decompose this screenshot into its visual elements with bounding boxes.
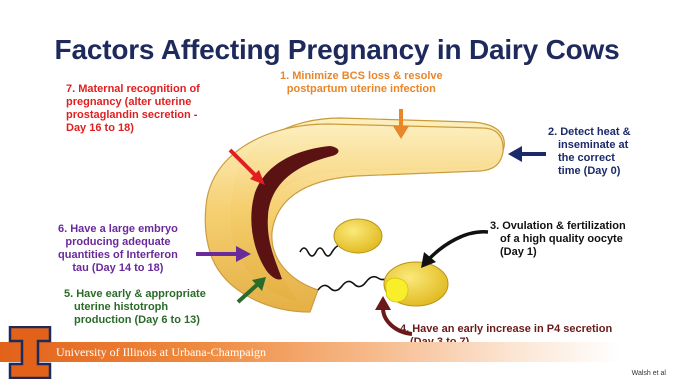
- credit-text: Walsh et al: [632, 370, 666, 377]
- label-factor-7: 7. Maternal recognition of pregnancy (al…: [66, 83, 200, 135]
- arrow-3: [430, 232, 488, 258]
- corpus-luteum: [386, 278, 408, 302]
- arrow-2-head: [508, 146, 522, 162]
- label-factor-6: 6. Have a large embryo producing adequat…: [58, 223, 178, 275]
- ovary-left: [334, 219, 382, 253]
- label-factor-3: 3. Ovulation & fertilization of a high q…: [490, 220, 626, 259]
- university-name: University of Illinois at Urbana-Champai…: [56, 345, 266, 360]
- illinois-logo-icon: I: [8, 326, 52, 379]
- label-factor-2: 2. Detect heat & inseminate at the corre…: [548, 126, 631, 178]
- label-factor-1: 1. Minimize BCS loss & resolve postpartu…: [280, 70, 443, 96]
- label-factor-5: 5. Have early & appropriate uterine hist…: [64, 288, 206, 327]
- oviduct-left: [300, 246, 338, 256]
